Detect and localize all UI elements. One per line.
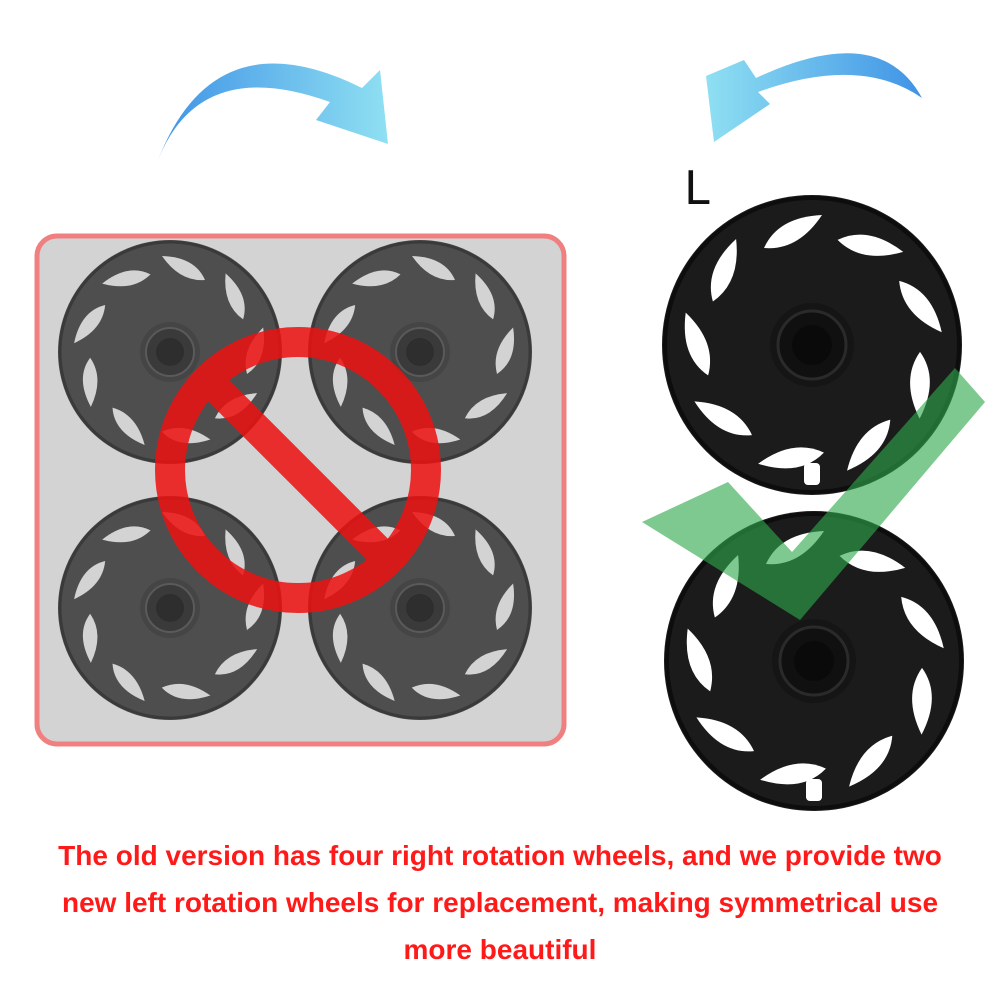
left-rotation-arrow-icon xyxy=(706,53,922,142)
caption-line-2: new left rotation wheels for replacement… xyxy=(61,887,939,918)
caption-line-1: The old version has four right rotation … xyxy=(58,840,942,871)
illustration: L xyxy=(34,53,985,813)
prohibited-icon xyxy=(155,327,441,613)
checkmark-icon xyxy=(642,368,985,620)
side-label: L xyxy=(684,161,710,215)
caption: The old version has four right rotation … xyxy=(0,832,1000,973)
right-rotation-arrow-icon xyxy=(158,63,388,160)
caption-line-3: more beautiful xyxy=(403,934,597,965)
